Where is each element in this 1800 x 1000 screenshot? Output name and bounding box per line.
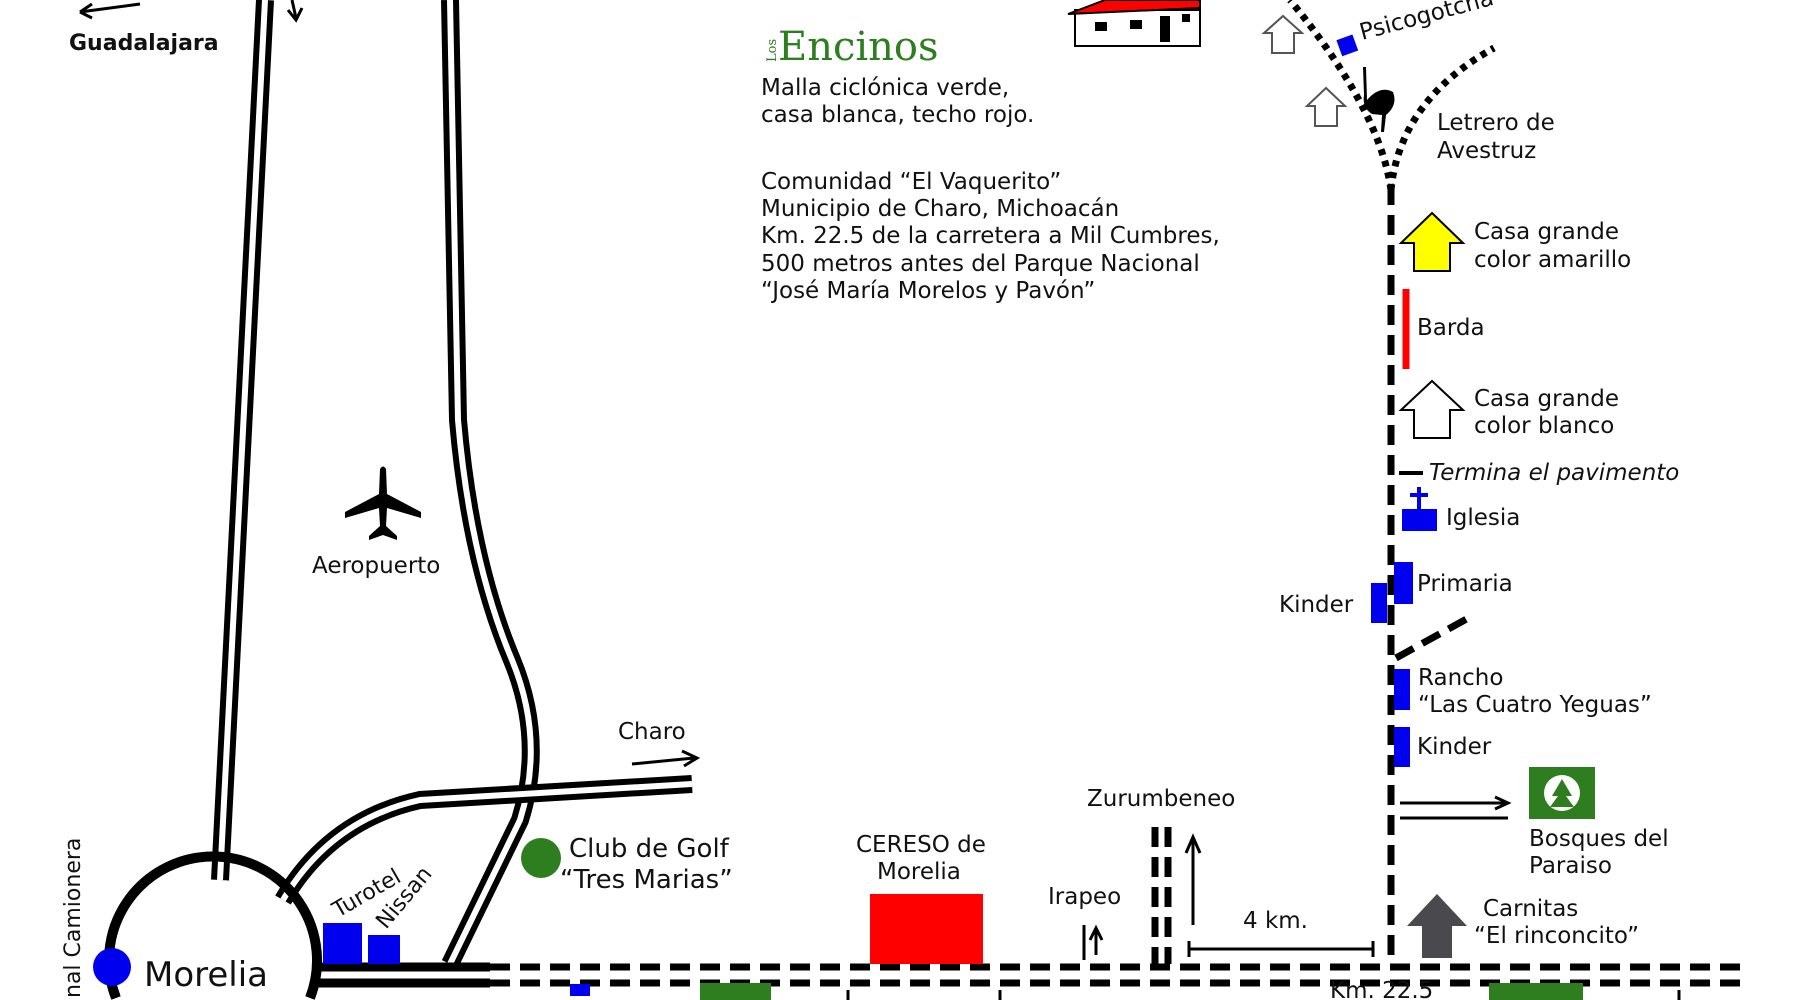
label-central-camionera: nal Camionera: [61, 838, 86, 998]
kinder-right-building: [1394, 727, 1410, 767]
label-casa-amarillo-2: color amarillo: [1474, 247, 1631, 273]
white-house-icon: [1398, 379, 1466, 439]
road-fork-left: [1287, 0, 1395, 191]
side-road: [1394, 612, 1474, 662]
address-line-5: “José María Morelos y Pavón”: [761, 278, 1095, 304]
highway-mil-cumbres: [317, 962, 1742, 988]
label-cereso-1: CERESO de: [856, 832, 986, 858]
airplane-icon: [345, 466, 421, 540]
psicogotcha-building: [1336, 34, 1359, 57]
label-avestruz-2: Avestruz: [1437, 138, 1536, 164]
carnitas-marker: [1407, 894, 1467, 958]
label-distance: 4 km.: [1243, 908, 1308, 934]
label-kinder-left: Kinder: [1279, 592, 1354, 618]
address-line-4: 500 metros antes del Parque Nacional: [761, 251, 1200, 277]
label-psicogotcha: Psicogotcha: [1357, 0, 1497, 46]
kinder-left-building: [1371, 583, 1387, 623]
side-road-ticks: [846, 990, 1681, 1000]
central-camionera-marker: [93, 948, 131, 986]
label-rancho-2: “Las Cuatro Yeguas”: [1418, 692, 1652, 718]
arrow-guadalajara: [79, 2, 141, 20]
label-irapeo: Irapeo: [1048, 884, 1121, 910]
label-morelia: Morelia: [144, 955, 268, 995]
green-area-2: [1489, 983, 1583, 1000]
description-line-1: Malla ciclónica verde,: [761, 75, 1009, 101]
label-casa-blanco-2: color blanco: [1474, 413, 1614, 439]
arrow-bosques: [1400, 795, 1512, 820]
label-barda: Barda: [1417, 315, 1485, 341]
blue-building-small: [570, 984, 590, 996]
label-casa-amarillo-1: Casa grande: [1474, 219, 1619, 245]
label-iglesia: Iglesia: [1446, 505, 1520, 531]
label-cereso-2: Morelia: [877, 859, 961, 885]
label-carnitas-1: Carnitas: [1483, 896, 1578, 922]
road-charo: [275, 775, 693, 905]
ostrich-icon: [1363, 67, 1395, 132]
label-avestruz-1: Letrero de: [1437, 110, 1555, 136]
label-km: Km. 22.5: [1330, 978, 1433, 1000]
primaria-building: [1394, 562, 1413, 604]
yellow-house-icon: [1398, 211, 1466, 272]
golf-club-marker: [521, 838, 561, 878]
label-kinder-right: Kinder: [1417, 734, 1492, 760]
address-line-1: Comunidad “El Vaquerito”: [761, 169, 1061, 195]
svg-text:Encinos: Encinos: [778, 24, 939, 70]
label-guadalajara: Guadalajara: [69, 31, 219, 56]
address-line-3: Km. 22.5 de la carretera a Mil Cumbres,: [761, 223, 1220, 249]
los-encinos-house-icon: [1067, 0, 1201, 47]
arrow-down-icon: [286, 0, 304, 23]
svg-text:Los: Los: [765, 39, 780, 62]
morelia-ring-road: [104, 851, 322, 1000]
arrow-irapeo: [1082, 924, 1104, 960]
arrow-charo: [631, 749, 701, 768]
tree-icon: [1550, 779, 1574, 807]
cereso-building: [870, 894, 983, 964]
los-encinos-logo: Los Encinos: [765, 24, 939, 70]
label-termina: Termina el pavimento: [1429, 460, 1679, 486]
description-line-2: casa blanca, techo rojo.: [761, 102, 1034, 128]
arrow-zurumbeneo: [1184, 833, 1202, 925]
label-golf-2: “Tres Marias”: [560, 865, 733, 895]
label-primaria: Primaria: [1417, 571, 1513, 597]
label-bosques-1: Bosques del: [1529, 826, 1669, 852]
highway-airport: [441, 0, 540, 968]
church-icon: [1402, 509, 1437, 531]
label-rancho-1: Rancho: [1418, 665, 1503, 691]
highway-guadalajara: [211, 0, 274, 881]
road-fork-right: [1387, 44, 1496, 191]
label-carnitas-2: “El rinconcito”: [1474, 923, 1639, 949]
label-casa-blanco-1: Casa grande: [1474, 386, 1619, 412]
cross-icon: [1410, 487, 1428, 509]
turotel-building: [323, 923, 362, 964]
label-aeropuerto: Aeropuerto: [312, 553, 440, 579]
distance-bar: [1187, 941, 1375, 957]
house-outline-icon: [1304, 86, 1348, 127]
green-area-1: [700, 983, 771, 1000]
address-line-2: Municipio de Charo, Michoacán: [761, 196, 1119, 222]
label-golf-1: Club de Golf: [569, 834, 730, 864]
label-charo: Charo: [618, 719, 686, 745]
house-outline-icon: [1261, 14, 1305, 54]
rancho-building: [1394, 669, 1410, 710]
label-bosques-2: Paraiso: [1529, 853, 1612, 879]
nissan-building: [368, 935, 400, 964]
label-zurumbeneo: Zurumbeneo: [1087, 786, 1235, 812]
